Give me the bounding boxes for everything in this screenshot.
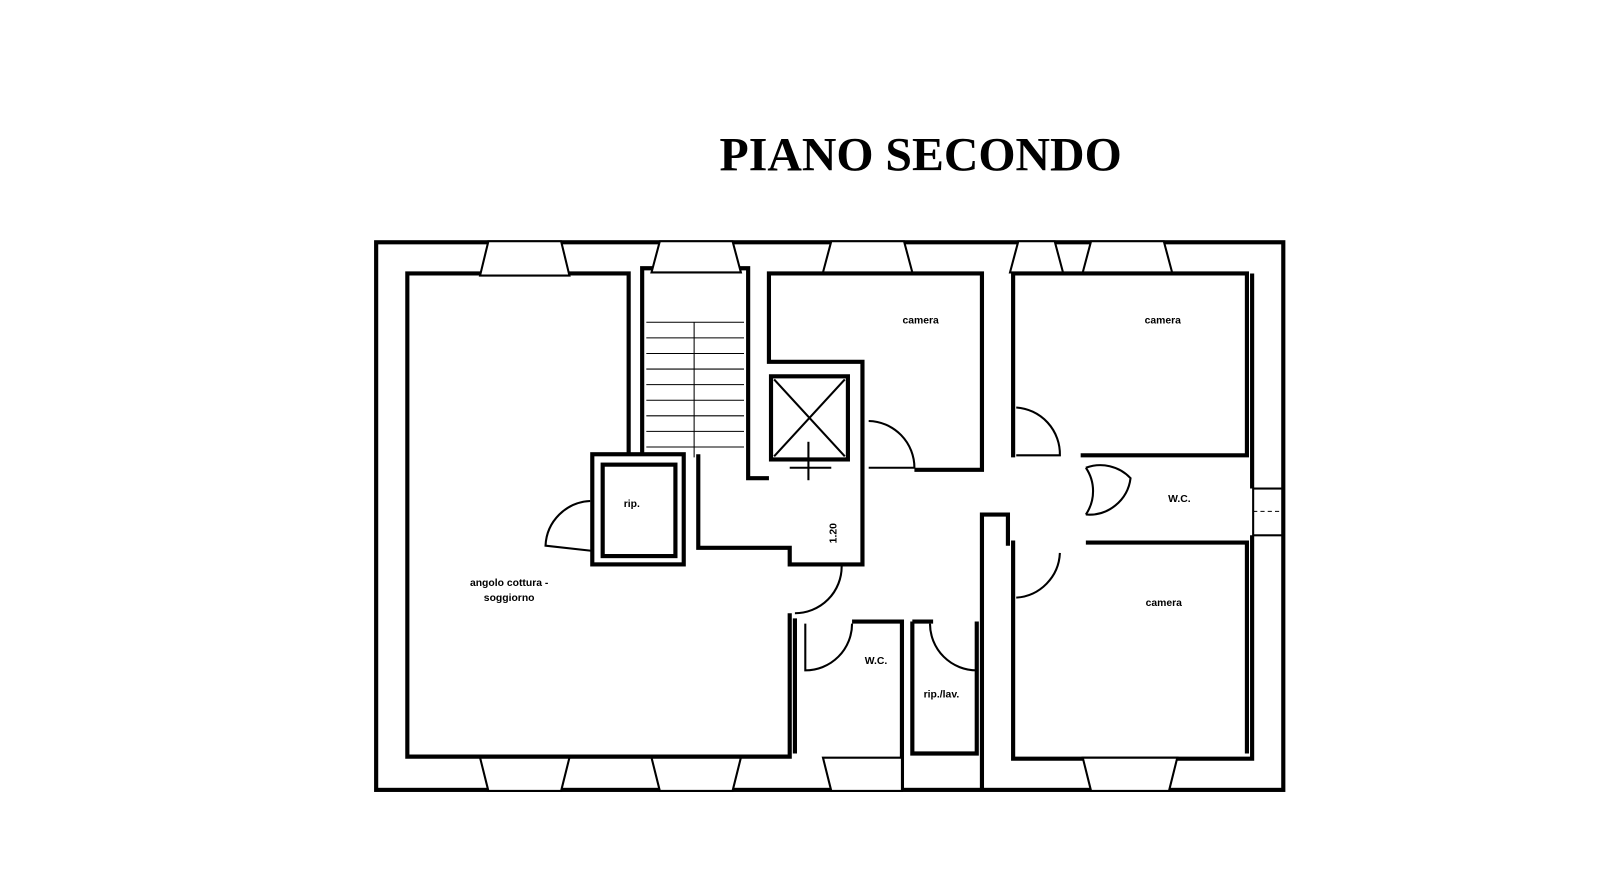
dimension-label: 1.20 <box>828 523 839 543</box>
room-label-storage: rip. <box>624 499 640 510</box>
doors <box>544 406 1132 672</box>
stairs <box>646 321 744 458</box>
room-labels: angolo cottura - soggiorno rip. camera c… <box>470 315 1191 700</box>
room-label-camera-2: camera <box>1145 315 1182 326</box>
plan-title: PIANO SECONDO <box>720 129 1122 182</box>
room-label-camera-3: camera <box>1146 598 1183 609</box>
room-label-storage-laundry: rip./lav. <box>924 689 960 700</box>
room-label-wc-2: W.C. <box>865 656 888 667</box>
walls <box>374 240 1286 792</box>
room-label-living: angolo cottura - <box>470 578 549 589</box>
room-label-wc-1: W.C. <box>1168 494 1191 505</box>
room-label-living-2: soggiorno <box>484 593 535 604</box>
room-label-camera-1: camera <box>902 315 939 326</box>
